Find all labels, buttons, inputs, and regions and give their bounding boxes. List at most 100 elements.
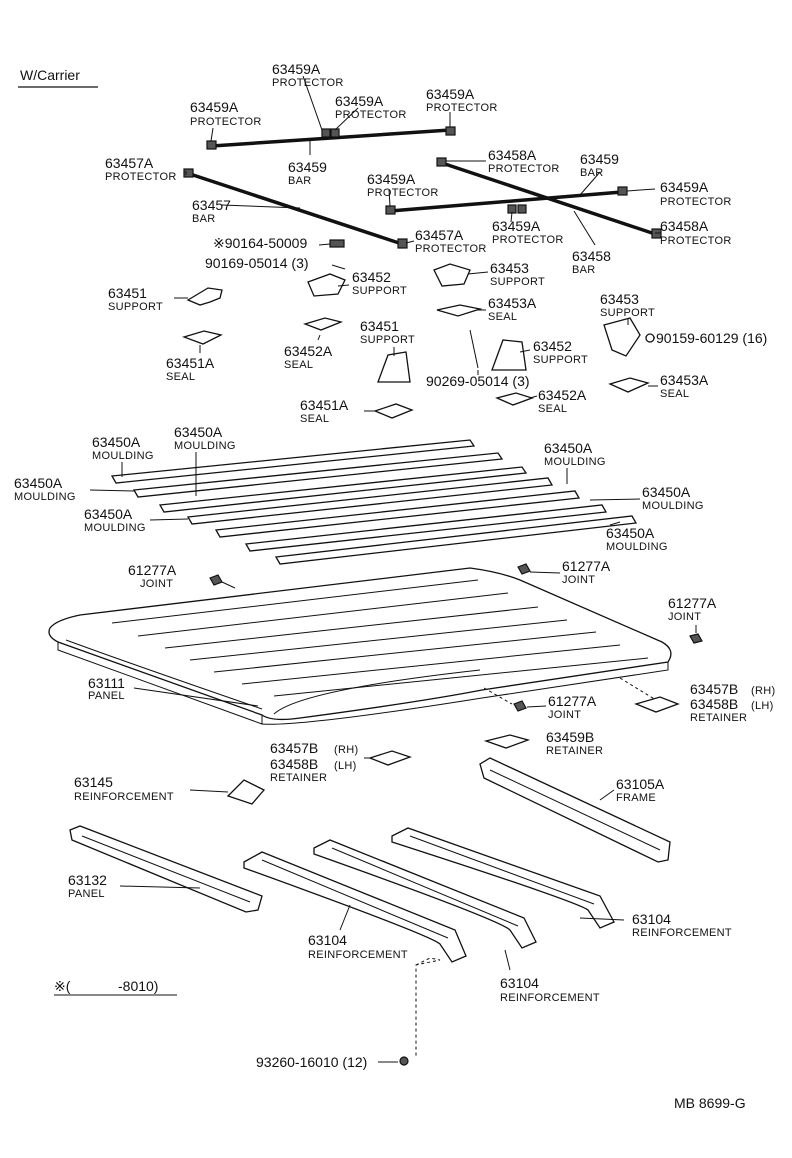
part-number-label: 63111	[88, 675, 125, 691]
bolt-part-label: ※90164-50009	[213, 235, 307, 251]
bolt-icon	[331, 264, 346, 270]
part-name-label: SEAL	[660, 388, 689, 400]
seal-63452A-mid[interactable]	[495, 392, 535, 406]
support-63452-mid[interactable]	[491, 339, 527, 371]
seal-63451A-mid[interactable]	[373, 403, 414, 419]
part-number-label: 63450A	[92, 434, 141, 450]
moulding-63450A-1[interactable]	[110, 439, 476, 484]
section-title: W/Carrier	[20, 67, 80, 83]
bolt-icon	[399, 1056, 409, 1066]
part-number-label: 63450A	[606, 525, 655, 541]
part-number-label: 63457A	[105, 155, 154, 171]
protector-cap-icon	[507, 204, 517, 214]
leader-lines-top	[185, 75, 661, 246]
part-name-label: MOULDING	[92, 450, 154, 462]
protector-cap-icon	[183, 168, 194, 178]
diagram-code: MB 8699-G	[674, 1095, 746, 1111]
part-name-label: MOULDING	[174, 440, 236, 452]
support-63453-top[interactable]	[433, 263, 471, 287]
part-number-label: 63452	[533, 338, 572, 354]
reinforcement-63145[interactable]	[226, 779, 266, 805]
part-number-label: 63458A	[488, 147, 537, 163]
part-number-label: 63451	[108, 285, 147, 301]
protector-cap-icon	[517, 204, 527, 214]
support-63451-mid[interactable]	[377, 351, 411, 383]
screw-icon	[645, 333, 655, 343]
part-number-label: 63450A	[544, 440, 593, 456]
support-63452-top[interactable]	[307, 273, 346, 297]
part-number-label: 63457B	[690, 681, 738, 697]
part-number-label: 63458B	[270, 756, 318, 772]
part-name-label: BAR	[580, 167, 604, 179]
moulding-63450A-5[interactable]	[214, 490, 581, 538]
support-63453-right[interactable]	[603, 317, 641, 357]
retainer-63459B[interactable]	[483, 734, 531, 749]
part-name-label: BAR	[288, 175, 312, 187]
side-tag-label: (RH)	[751, 685, 775, 697]
moulding-63450A-4[interactable]	[186, 477, 554, 525]
protector-cap-icon	[617, 186, 628, 196]
part-name-label: RETAINER	[270, 772, 327, 784]
part-name-label: REINFORCEMENT	[74, 791, 174, 803]
seal-63453A-right[interactable]	[608, 377, 650, 393]
reinforcement-63104-left[interactable]	[243, 851, 467, 963]
moulding-63450A-6[interactable]	[244, 504, 608, 552]
part-name-label: SUPPORT	[108, 301, 163, 313]
protector-cap-icon	[385, 205, 396, 215]
reinforcement-63104-right[interactable]	[391, 827, 615, 929]
bar-63459-upper[interactable]	[210, 128, 452, 148]
part-number-label: 63459A	[190, 99, 239, 115]
carrier-bars	[183, 126, 662, 270]
protector-cap-icon	[445, 126, 456, 136]
screw-part-label: 90159-60129 (16)	[656, 330, 767, 346]
part-name-label: SUPPORT	[600, 307, 655, 319]
seal-63453A-top[interactable]	[436, 304, 483, 317]
part-name-label: REINFORCEMENT	[632, 927, 732, 939]
seal-63452A-top[interactable]	[302, 317, 344, 331]
support-63451-left[interactable]	[186, 287, 223, 306]
part-name-label: SUPPORT	[360, 334, 415, 346]
moulding-63450A-3[interactable]	[158, 466, 528, 513]
part-number-label: 61277A	[128, 562, 177, 578]
part-name-label: PANEL	[68, 888, 105, 900]
part-number-label: 63105A	[616, 776, 665, 792]
retainer-63457B-right[interactable]	[634, 696, 680, 713]
part-number-label: 61277A	[548, 693, 597, 709]
part-number-label: 63453A	[488, 295, 537, 311]
part-number-label: 63458B	[690, 696, 738, 712]
part-name-label: RETAINER	[546, 745, 603, 757]
moulding-63450A-2[interactable]	[132, 452, 504, 498]
part-name-label: SUPPORT	[533, 354, 588, 366]
part-number-label: 63451A	[300, 397, 349, 413]
part-number-label: 63104	[632, 911, 671, 927]
part-number-label: 63453	[490, 260, 529, 276]
part-name-label: FRAME	[616, 792, 656, 804]
part-name-label: PROTECTOR	[660, 196, 732, 208]
part-name-label: JOINT	[140, 578, 173, 590]
part-number-label: 63459A	[367, 171, 416, 187]
part-number-label: 63458	[572, 248, 611, 264]
joint-icon	[517, 563, 531, 575]
part-name-label: MOULDING	[606, 541, 668, 553]
part-name-label: JOINT	[562, 574, 595, 586]
part-name-label: PANEL	[88, 690, 125, 702]
leader-lines-mouldings	[89, 452, 641, 526]
part-number-label: 63452	[352, 269, 391, 285]
bar-63459-lower[interactable]	[388, 190, 624, 213]
part-number-label: 63457B	[270, 740, 318, 756]
moulding-63450A-7[interactable]	[274, 515, 638, 565]
mouldings	[110, 439, 638, 565]
part-number-label: 61277A	[668, 595, 717, 611]
part-name-label: SEAL	[300, 413, 329, 425]
part-name-label: RETAINER	[690, 712, 747, 724]
retainer-63457B-left[interactable]	[368, 750, 412, 766]
part-number-label: 63145	[74, 774, 113, 790]
bar-63457[interactable]	[188, 172, 404, 246]
side-tag-label: (RH)	[334, 744, 358, 756]
part-number-label: 63104	[308, 932, 347, 948]
part-name-label: PROTECTOR	[335, 109, 407, 121]
part-name-label: PROTECTOR	[426, 102, 498, 114]
seal-63451A-left[interactable]	[181, 330, 223, 345]
reinforcement-63104-mid[interactable]	[313, 839, 537, 949]
